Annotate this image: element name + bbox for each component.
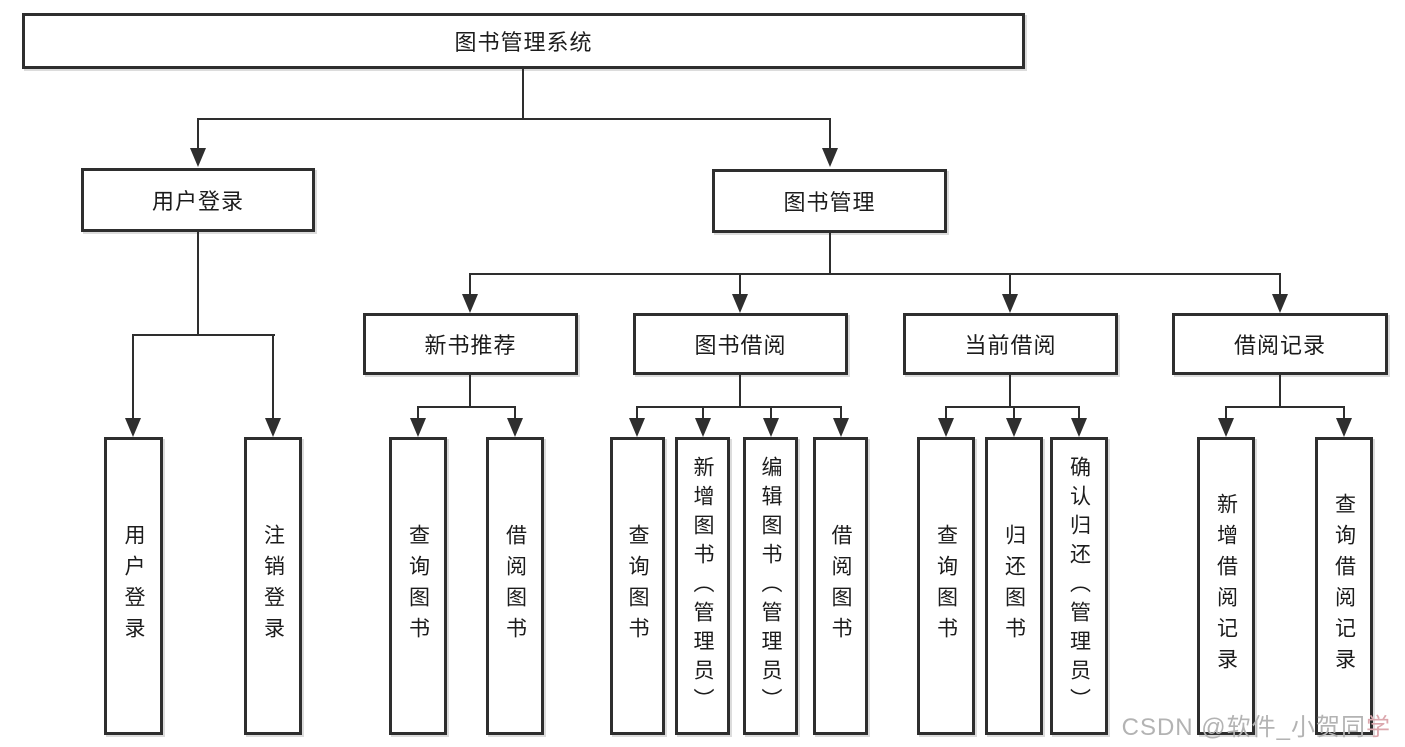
leaf-node-return-book: 归还图书: [985, 437, 1043, 735]
arrow-down-leaf: [1343, 406, 1345, 418]
leaf-label: 借阅图书: [503, 524, 527, 648]
leaf-node-query-borrow-record: 查询借阅记录: [1315, 437, 1373, 735]
arrow-down-user-login: [197, 118, 199, 148]
root-node-label: 图书管理系统: [454, 30, 593, 55]
arrow-down-leaf: [514, 406, 516, 418]
connector-section3-stem: [1009, 375, 1011, 406]
connector-section4-stem: [1279, 375, 1281, 406]
leaf-node-edit-book-admin: 编辑图书（管理员）: [743, 437, 798, 735]
branch-node-book-mgmt: 图书管理: [712, 169, 947, 233]
arrow-down-leaf-user-login: [132, 334, 134, 418]
leaf-label: 查询图书: [406, 524, 430, 648]
arrow-down-leaf: [1078, 406, 1080, 418]
leaf-label: 查询借阅记录: [1332, 493, 1356, 679]
connector-section1-stem: [469, 375, 471, 406]
leaf-node-query-book-1: 查询图书: [389, 437, 447, 735]
section-node-book-borrow: 图书借阅: [633, 313, 848, 375]
leaf-label: 编辑图书（管理员）: [759, 455, 782, 717]
connector-section2-hbar: [636, 406, 842, 408]
connector-section1-hbar: [417, 406, 516, 408]
leaf-node-query-book-3: 查询图书: [917, 437, 975, 735]
section-label: 借阅记录: [1233, 333, 1326, 358]
arrow-down-leaf: [945, 406, 947, 418]
csdn-watermark: CSDN @软件_小贺同学: [1122, 707, 1391, 742]
arrow-down-book-mgmt: [829, 118, 831, 148]
leaf-node-borrow-book-1: 借阅图书: [486, 437, 544, 735]
watermark-text: CSDN @软件_小贺同: [1121, 714, 1366, 741]
connector-book-mgmt-stem: [829, 233, 831, 273]
connector-root-stem: [522, 68, 524, 118]
section-node-current-borrow: 当前借阅: [903, 313, 1118, 375]
section-node-new-book-recommend: 新书推荐: [363, 313, 578, 375]
connector-level2-hbar: [197, 118, 831, 120]
leaf-node-add-book-admin: 新增图书（管理员）: [675, 437, 730, 735]
connector-section2-stem: [739, 375, 741, 406]
leaf-label: 用户登录: [122, 524, 145, 648]
leaf-label: 查询图书: [626, 524, 649, 648]
branch-user-login-label: 用户登录: [151, 189, 244, 214]
arrow-down-leaf: [1013, 406, 1015, 418]
leaf-label: 确认归还（管理员）: [1067, 455, 1091, 717]
branch-node-user-login: 用户登录: [81, 168, 315, 232]
leaf-label: 注销登录: [261, 524, 285, 648]
leaf-node-add-borrow-record: 新增借阅记录: [1197, 437, 1255, 735]
connector-user-login-stem: [197, 232, 199, 334]
arrow-down-leaf: [636, 406, 638, 418]
leaf-label: 新增借阅记录: [1214, 493, 1238, 679]
arrow-down-leaf: [417, 406, 419, 418]
section-label: 当前借阅: [964, 333, 1057, 358]
leaf-node-logout: 注销登录: [244, 437, 302, 735]
arrow-down-leaf: [702, 406, 704, 418]
arrow-down-leaf: [1225, 406, 1227, 418]
leaf-node-confirm-return-admin: 确认归还（管理员）: [1050, 437, 1108, 735]
leaf-node-borrow-book-2: 借阅图书: [813, 437, 868, 735]
arrow-down-leaf: [770, 406, 772, 418]
section-node-borrow-record: 借阅记录: [1172, 313, 1388, 375]
arrow-down-leaf-logout: [272, 334, 274, 418]
section-label: 新书推荐: [424, 333, 517, 358]
arrow-down-new-book-recommend: [469, 273, 471, 294]
leaf-node-query-book-2: 查询图书: [610, 437, 665, 735]
connector-user-login-hbar: [132, 334, 275, 336]
arrow-down-book-borrow: [739, 273, 741, 294]
connector-sections-hbar: [469, 273, 1281, 275]
branch-book-mgmt-label: 图书管理: [783, 190, 876, 215]
leaf-label: 归还图书: [1002, 524, 1026, 648]
root-node-system: 图书管理系统: [22, 13, 1025, 69]
leaf-node-user-login: 用户登录: [104, 437, 163, 735]
connector-section4-hbar: [1225, 406, 1345, 408]
leaf-label: 借阅图书: [829, 524, 852, 648]
watermark-accent-char: 学: [1366, 714, 1391, 741]
leaf-label: 新增图书（管理员）: [691, 455, 714, 717]
section-label: 图书借阅: [694, 333, 787, 358]
arrow-down-borrow-record: [1279, 273, 1281, 294]
leaf-label: 查询图书: [934, 524, 958, 648]
arrow-down-current-borrow: [1009, 273, 1011, 294]
arrow-down-leaf: [840, 406, 842, 418]
